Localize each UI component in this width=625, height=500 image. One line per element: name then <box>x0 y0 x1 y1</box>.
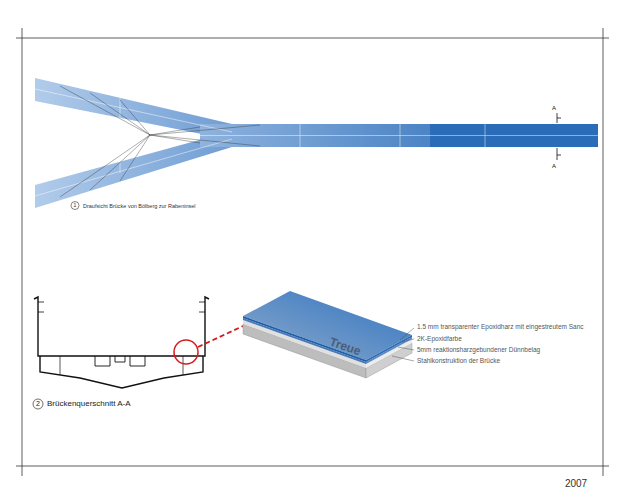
detail-marker <box>174 340 198 364</box>
layer-label: 5mm reaktionsharzgebundener Dünnbelag <box>417 346 540 353</box>
layer-label: 2K-Epoxidfarbe <box>417 335 462 342</box>
section-mark: A <box>552 105 556 112</box>
section-mark: A <box>552 163 556 170</box>
layer-label: 1.5 mm transparenter Epoxidharz mit eing… <box>417 323 584 330</box>
view-caption: Draufsicht Brücke von Bölberg zur Rabeni… <box>83 202 196 208</box>
view-caption: Brückenquerschnitt A-A <box>47 400 131 409</box>
frame-line <box>16 28 609 476</box>
cross-section <box>33 297 209 409</box>
year-label: 2007 <box>565 478 587 489</box>
callout-number: 2 <box>36 400 40 408</box>
leader-line <box>392 328 414 361</box>
layer-label: Stahlkonstruktion der Brücke <box>417 357 500 364</box>
layer-detail <box>243 291 412 378</box>
bridge-plan <box>35 78 598 210</box>
callout-number: 1 <box>74 203 77 209</box>
detail-leader <box>198 326 243 347</box>
